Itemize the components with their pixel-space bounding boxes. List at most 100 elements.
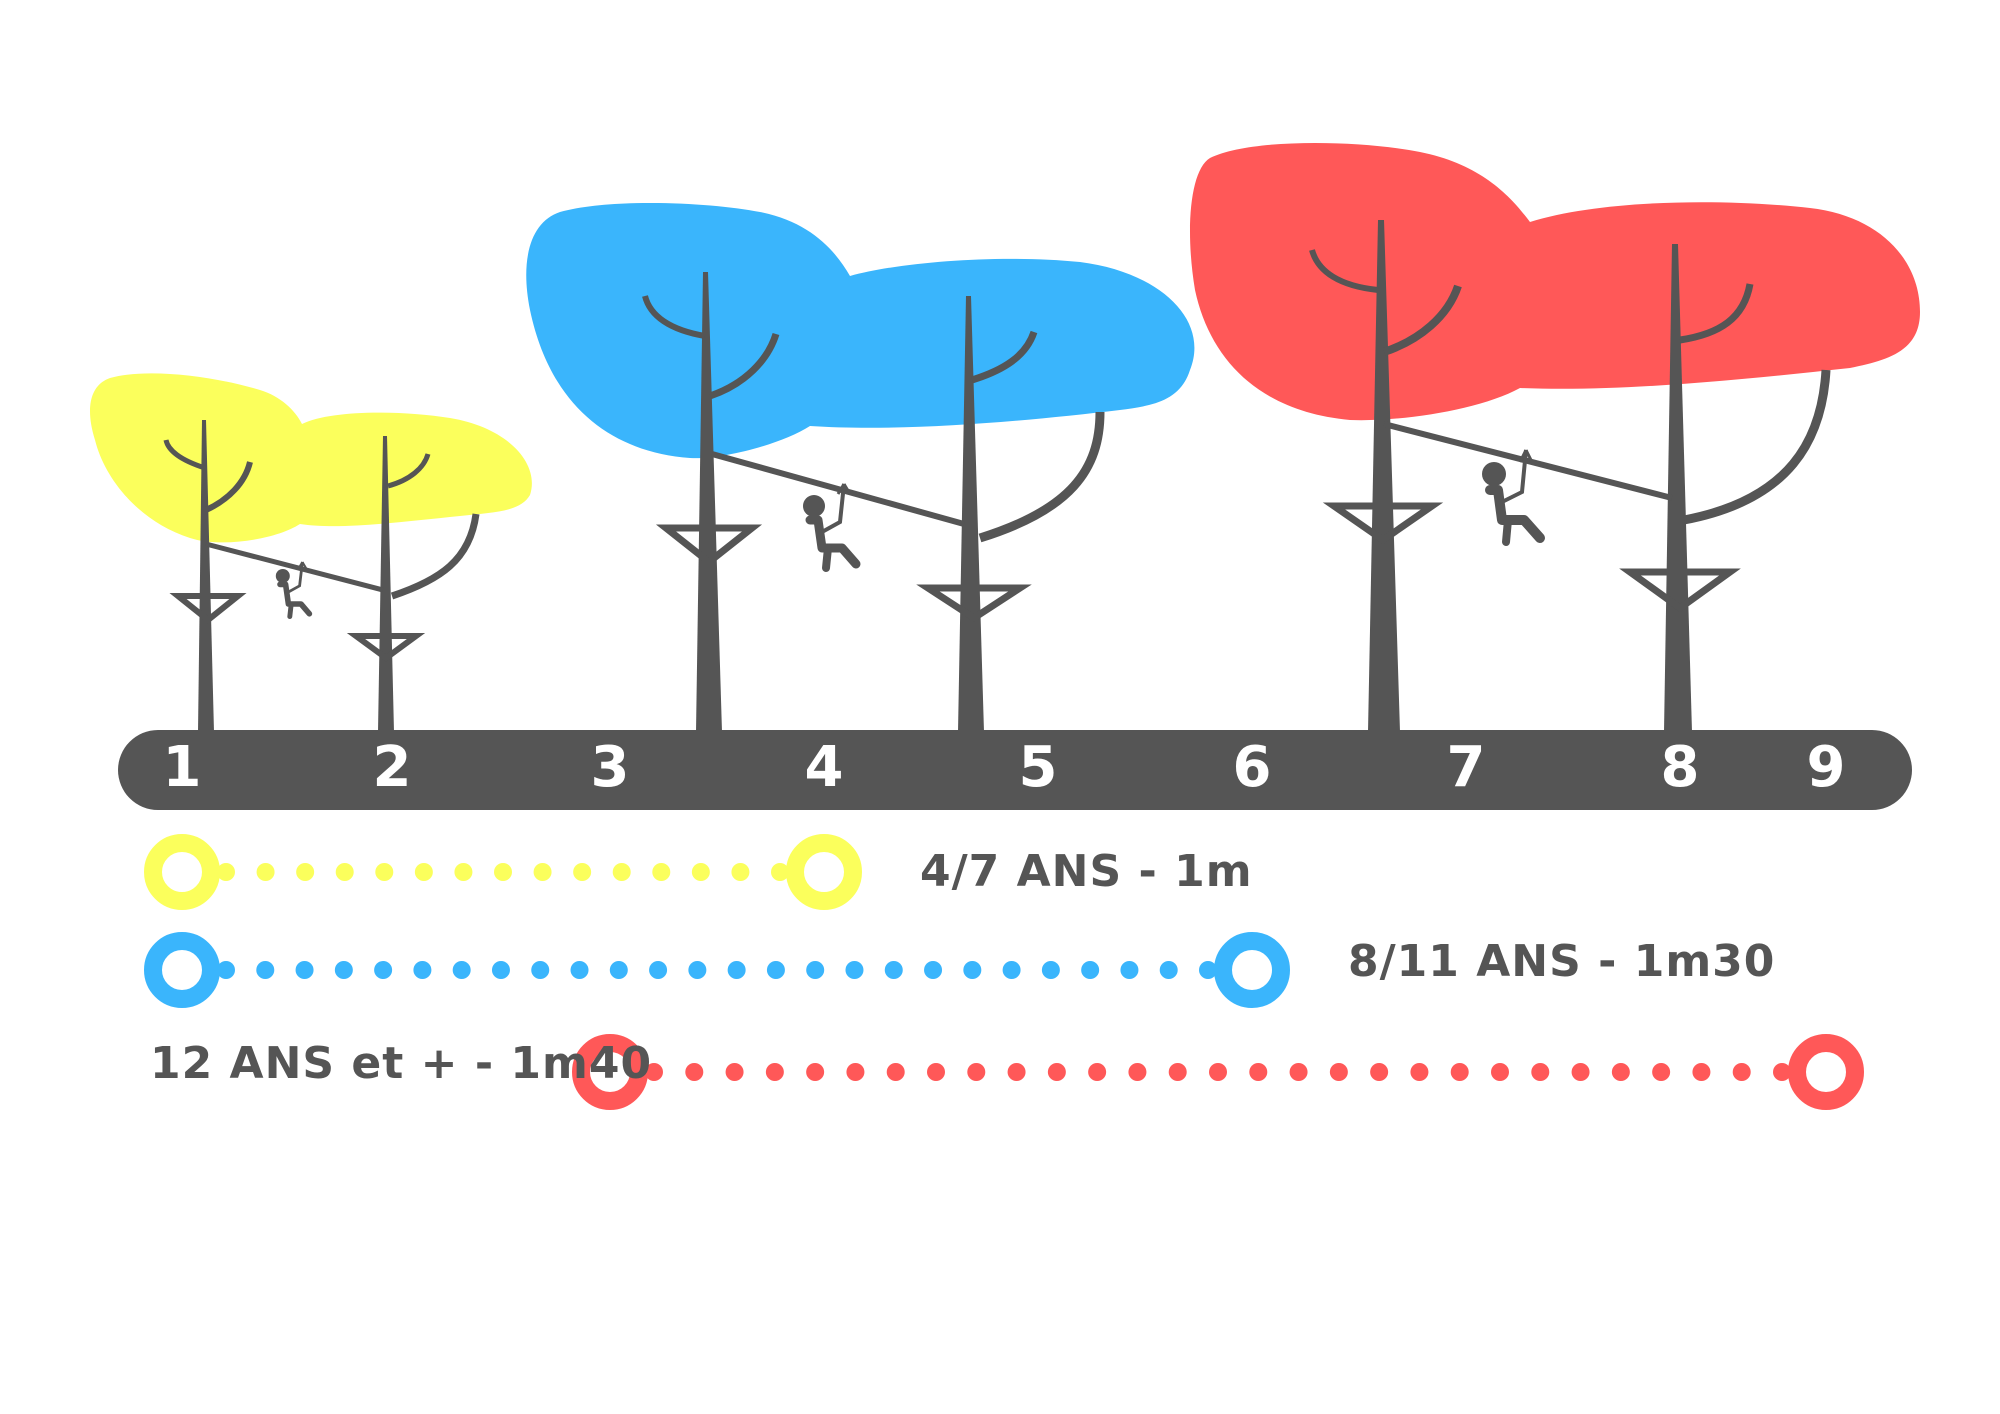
- track-dot: [1652, 1063, 1671, 1081]
- track-dot: [1168, 1063, 1187, 1081]
- track-dot: [884, 961, 903, 979]
- track-dot: [927, 1063, 945, 1081]
- track-dot: [1007, 1063, 1026, 1081]
- track-dot: [766, 961, 785, 979]
- track-end-ring: [786, 834, 862, 910]
- blue-canopy: [526, 202, 1195, 459]
- level-tracks: [144, 834, 1864, 1110]
- level-label-blue: 8/11 ANS - 1m30: [1348, 936, 1775, 987]
- zipline-rider-icon: [275, 561, 313, 620]
- track-dot: [649, 961, 668, 979]
- track-dot: [963, 961, 982, 979]
- tree-platform-icon: [346, 633, 426, 662]
- tree-icon: [1619, 244, 1831, 732]
- tree-icon: [346, 436, 480, 732]
- track-dot: [1159, 961, 1178, 979]
- track-dot: [1611, 1063, 1630, 1081]
- track-dot: [454, 863, 473, 881]
- track-dot: [1692, 1063, 1711, 1081]
- track-dot: [533, 863, 552, 881]
- track-dot: [845, 961, 864, 979]
- track-dot: [1571, 1063, 1590, 1081]
- yellow-tree-group: [90, 373, 532, 732]
- track-dot: [295, 961, 314, 979]
- scale-numbers: 1 2 3 4 5 6 7 8 9: [163, 735, 1846, 800]
- track-dot: [374, 961, 393, 979]
- scale-number-7: 7: [1447, 735, 1486, 800]
- track-dot: [609, 961, 628, 979]
- track-dot: [570, 961, 589, 979]
- yellow-canopy: [90, 373, 532, 543]
- track-dot: [1120, 961, 1139, 979]
- blue-tree-group: [526, 202, 1195, 732]
- zipline-cable: [711, 451, 965, 527]
- track-dot: [296, 863, 315, 881]
- track-dot: [217, 961, 235, 979]
- scale-bar: [118, 730, 1912, 810]
- track-dot: [217, 863, 235, 881]
- track-dot: [645, 1063, 663, 1081]
- track-dot: [531, 961, 550, 979]
- track-dot: [1081, 961, 1100, 979]
- track-dot: [612, 863, 631, 881]
- scale-number-2: 2: [373, 735, 412, 800]
- tree-icon: [163, 420, 253, 732]
- track-dot: [771, 863, 789, 881]
- track-dot: [688, 961, 707, 979]
- track-dot: [256, 961, 275, 979]
- track-dot: [1199, 961, 1217, 979]
- track-dot: [1088, 1063, 1107, 1081]
- track-dot: [924, 961, 943, 979]
- track-dot: [1732, 1063, 1751, 1081]
- track-dot: [1450, 1063, 1469, 1081]
- red-canopy: [1190, 142, 1920, 421]
- tree-platform-icon: [169, 593, 247, 624]
- track-dot: [731, 863, 750, 881]
- scale-number-8: 8: [1661, 735, 1700, 800]
- track-dot: [1329, 1063, 1348, 1081]
- scale-number-6: 6: [1233, 735, 1272, 800]
- track-start-ring: [144, 834, 220, 910]
- zipline-cable: [205, 541, 384, 593]
- track-dot: [727, 961, 746, 979]
- track-dot: [1041, 961, 1060, 979]
- track-end-ring: [1788, 1034, 1864, 1110]
- track-dot: [334, 961, 353, 979]
- track-dot: [1370, 1063, 1389, 1081]
- zipline-rider-icon: [1482, 449, 1545, 546]
- track-dot: [1531, 1063, 1550, 1081]
- track-dot: [491, 961, 510, 979]
- tree-icon: [642, 272, 780, 732]
- scale-number-4: 4: [805, 735, 844, 800]
- track-dot: [725, 1063, 744, 1081]
- level-track-blue: [144, 932, 1290, 1008]
- track-dot: [1289, 1063, 1308, 1081]
- track-dot: [1047, 1063, 1066, 1081]
- zipline-cable: [1383, 421, 1673, 501]
- track-dot: [806, 1063, 825, 1081]
- track-dot: [335, 863, 354, 881]
- track-dot: [1209, 1063, 1227, 1081]
- tree-icon: [1309, 220, 1462, 732]
- scale-number-3: 3: [591, 735, 630, 800]
- tree-platform-icon: [1322, 502, 1444, 545]
- track-dot: [806, 961, 825, 979]
- scale-number-9: 9: [1807, 735, 1846, 800]
- scale-number-5: 5: [1019, 735, 1058, 800]
- scale-number-1: 1: [163, 735, 202, 800]
- track-dot: [1249, 1063, 1268, 1081]
- tree-icon: [916, 296, 1105, 732]
- track-dot: [691, 863, 710, 881]
- level-label-red: 12 ANS et + - 1m40: [150, 1038, 652, 1089]
- zipline-rider-icon: [803, 483, 861, 572]
- track-start-ring: [144, 932, 220, 1008]
- track-end-ring: [1214, 932, 1290, 1008]
- level-track-red: [572, 1034, 1864, 1110]
- track-dot: [414, 863, 433, 881]
- track-dot: [1773, 1063, 1791, 1081]
- track-start-ring: [572, 1034, 648, 1110]
- track-dot: [886, 1063, 905, 1081]
- red-tree-group: [1190, 142, 1920, 732]
- tree-platform-icon: [916, 584, 1032, 623]
